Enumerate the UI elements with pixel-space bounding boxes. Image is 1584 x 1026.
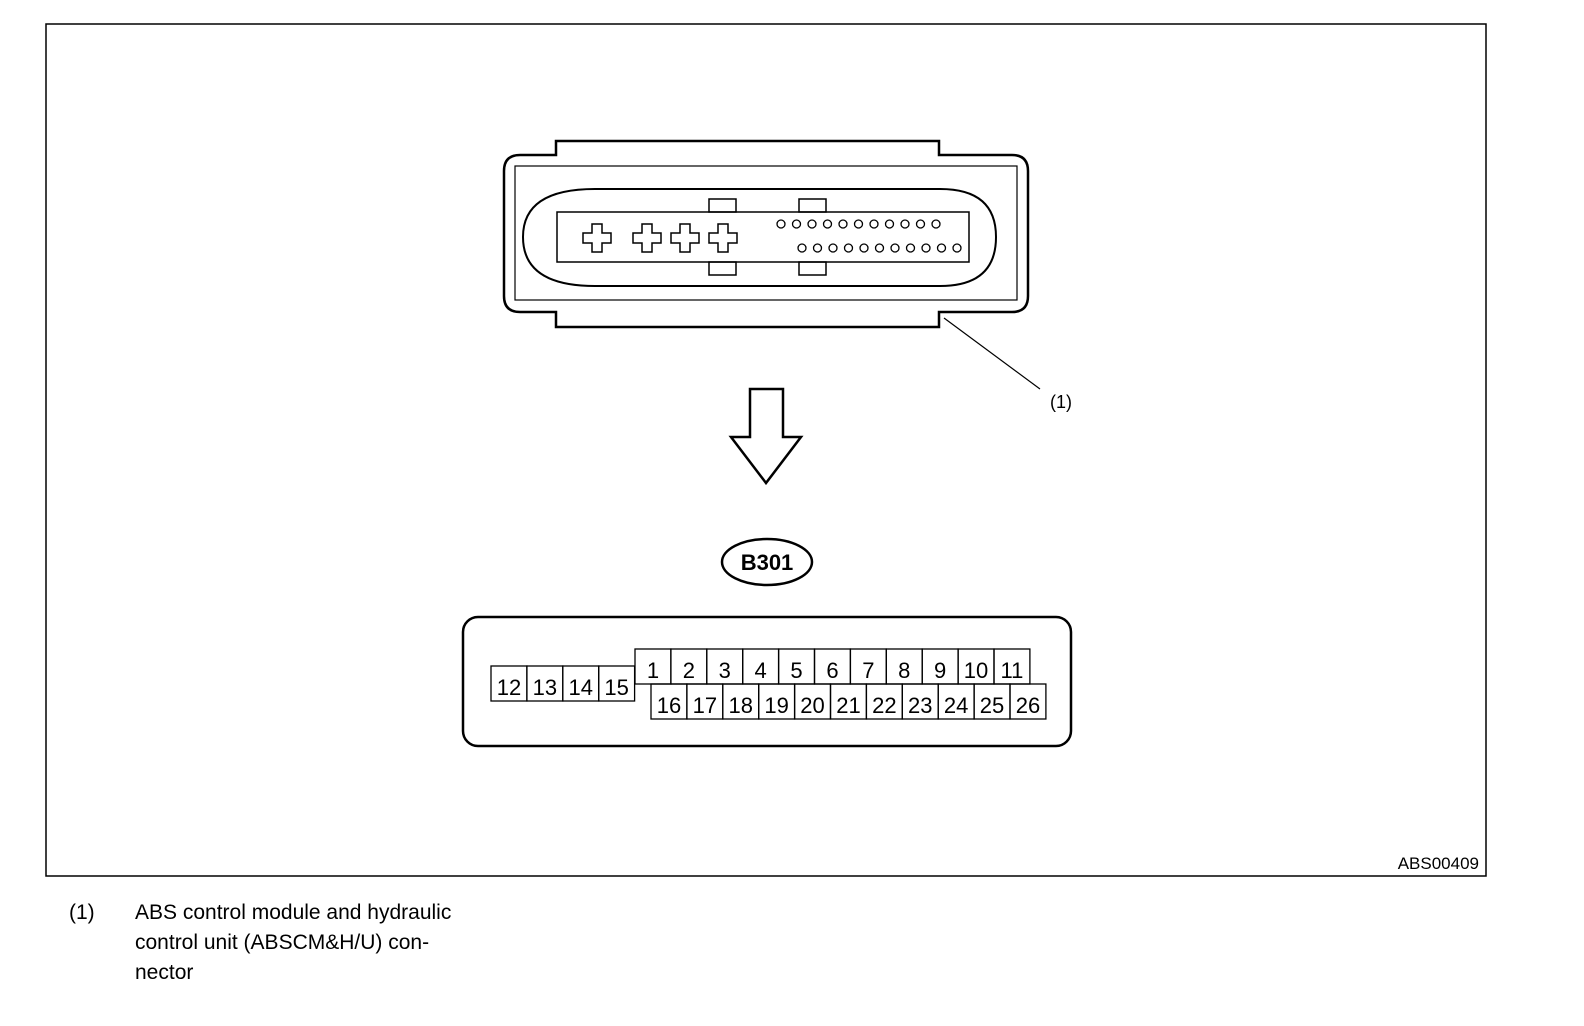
large-terminal <box>582 223 612 253</box>
legend-text: ABS control module and hydraulic control… <box>135 898 535 988</box>
small-terminal <box>952 243 962 253</box>
keying-tab <box>708 261 737 276</box>
small-terminals <box>776 219 962 253</box>
small-terminal <box>890 243 900 253</box>
large-terminal <box>708 223 738 253</box>
pin-number: 1 <box>647 658 659 683</box>
pin-number: 20 <box>800 693 824 718</box>
pin-number: 12 <box>497 675 521 700</box>
small-terminal <box>921 243 931 253</box>
small-terminal <box>776 219 786 229</box>
pin-number: 25 <box>980 693 1004 718</box>
pin-number: 21 <box>836 693 860 718</box>
small-terminal <box>931 219 941 229</box>
callout-label: (1) <box>1050 392 1072 412</box>
small-terminal <box>915 219 926 229</box>
connector-code: B301 <box>741 550 794 575</box>
pin-number: 11 <box>1001 658 1024 683</box>
connector-face <box>502 139 1030 329</box>
pin-number: 23 <box>908 693 932 718</box>
pin-number: 14 <box>569 675 593 700</box>
legend-number: (1) <box>69 901 95 924</box>
pin-number: 4 <box>755 658 767 683</box>
small-terminal <box>900 219 910 229</box>
keying-tab <box>708 198 737 213</box>
legend-line: control unit (ABSCM&H/U) con- <box>135 931 430 954</box>
small-terminal <box>874 243 885 253</box>
pin-number: 10 <box>964 658 988 683</box>
small-terminal <box>936 243 947 253</box>
pin-number: 2 <box>683 658 695 683</box>
pin-cell <box>1009 683 1047 720</box>
pin-number: 15 <box>604 675 628 700</box>
pin-number: 17 <box>693 693 717 718</box>
small-terminal <box>869 219 879 229</box>
connector-housing <box>502 139 1030 329</box>
legend-line: nector <box>135 961 194 984</box>
pin-number: 3 <box>719 658 731 683</box>
keying-tab <box>798 261 827 276</box>
pin-number: 24 <box>944 693 968 718</box>
terminal-block <box>556 211 970 263</box>
pin-number: 13 <box>533 675 557 700</box>
large-terminals <box>582 223 738 253</box>
small-terminal <box>859 243 869 253</box>
small-terminal <box>807 219 817 229</box>
small-terminal <box>838 219 848 229</box>
small-terminal <box>822 219 833 229</box>
small-terminal <box>905 243 916 253</box>
figure-frame <box>45 23 1487 877</box>
large-terminal <box>670 223 700 253</box>
small-terminal <box>828 243 838 253</box>
pin-number: 16 <box>657 693 681 718</box>
callout-leader-line <box>943 317 1041 390</box>
small-terminal <box>843 243 854 253</box>
pin-number: 7 <box>862 658 874 683</box>
pin-number: 8 <box>898 658 910 683</box>
pin-number: 5 <box>790 658 802 683</box>
large-terminal <box>632 223 662 253</box>
figure-id: ABS00409 <box>1398 854 1479 873</box>
keying-tab <box>798 198 827 213</box>
small-terminal <box>853 219 864 229</box>
small-terminal <box>884 219 895 229</box>
down-arrow-icon <box>728 387 804 486</box>
pin-number: 19 <box>764 693 788 718</box>
legend-line: ABS control module and hydraulic <box>135 901 452 924</box>
pin-number: 18 <box>729 693 753 718</box>
pin-number: 26 <box>1016 693 1040 718</box>
pin-number: 6 <box>826 658 838 683</box>
connector-shroud <box>521 188 998 287</box>
pin-diagram-housing <box>461 615 1073 748</box>
connector-code-badge <box>720 537 814 587</box>
small-terminal <box>797 243 807 253</box>
connector-inner-frame <box>514 165 1018 301</box>
pin-number: 9 <box>934 658 946 683</box>
small-terminal <box>791 219 802 229</box>
small-terminal <box>812 243 823 253</box>
pin-number: 22 <box>872 693 896 718</box>
